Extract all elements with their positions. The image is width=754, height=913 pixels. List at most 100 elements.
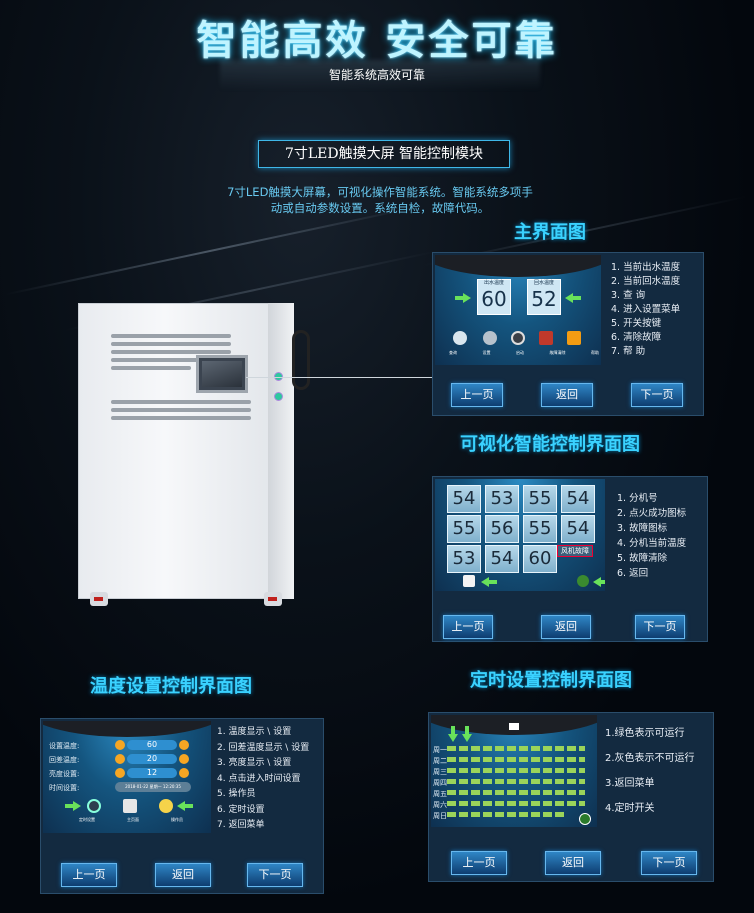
- prev-page-button[interactable]: 上一页: [451, 383, 503, 407]
- unit-tile[interactable]: 53: [485, 485, 519, 513]
- legend-item: 3. 故障图标: [617, 523, 668, 534]
- legend-item: 5. 开关按键: [611, 318, 662, 329]
- prev-page-button[interactable]: 上一页: [451, 851, 507, 875]
- setting-label: 回差温度:: [49, 756, 80, 764]
- legend-item: 3.返回菜单: [605, 778, 655, 789]
- icon-label: 主页面: [127, 817, 139, 822]
- next-page-button[interactable]: 下一页: [247, 863, 303, 887]
- day-label: 周二: [433, 757, 447, 765]
- arrow-icon: [593, 577, 605, 587]
- back-button[interactable]: 返回: [541, 615, 591, 639]
- cabinet-side: [268, 303, 294, 599]
- legend-item: 4.定时开关: [605, 803, 655, 814]
- fault-clear-icon[interactable]: [539, 331, 553, 345]
- unit-tile[interactable]: 55: [447, 515, 481, 543]
- vent-slot: [111, 350, 231, 354]
- minus-icon[interactable]: [115, 768, 125, 778]
- minus-icon[interactable]: [115, 740, 125, 750]
- schedule-row[interactable]: [447, 757, 585, 762]
- clock-icon[interactable]: [87, 799, 101, 813]
- day-label: 周五: [433, 790, 447, 798]
- icon-label: 故障清除: [549, 350, 566, 355]
- unit-tile[interactable]: 55: [523, 515, 557, 543]
- legend-item: 6. 返回: [617, 568, 649, 579]
- back-button[interactable]: 返回: [155, 863, 211, 887]
- timer-screen-display: 周一 周二 周三 周四 周五 周六 周日: [431, 715, 597, 827]
- search-icon[interactable]: [453, 331, 467, 345]
- visual-screen-display: 54 53 55 54 55 56 55 54 53 54 60 风机故障: [435, 479, 605, 591]
- legend-item: 2. 回差温度显示 \ 设置: [217, 742, 310, 753]
- unit-tile[interactable]: 54: [561, 515, 595, 543]
- hero-title: 智能高效 安全可靠: [196, 18, 558, 64]
- indicator-light: [274, 392, 283, 401]
- operator-icon[interactable]: [159, 799, 173, 813]
- arrow-icon: [65, 801, 81, 811]
- temp-screen-panel: 设置温度: 60 回差温度: 20 亮度设置: 12 时间设置: 2018-01…: [40, 718, 324, 894]
- legend-item: 5. 故障清除: [617, 553, 668, 564]
- visual-legend-list: 1. 分机号 2. 点火成功图标 3. 故障图标 4. 分机当前温度 5. 故障…: [617, 491, 686, 581]
- timer-legend-list: 1.绿色表示可运行 2.灰色表示不可运行 3.返回菜单 4.定时开关: [605, 721, 695, 821]
- cup-icon[interactable]: [463, 575, 475, 587]
- legend-item: 6. 定时设置: [217, 804, 265, 815]
- unit-tile[interactable]: 60: [523, 545, 557, 573]
- gear-icon[interactable]: [483, 331, 497, 345]
- temp-legend-list: 1. 温度显示 \ 设置 2. 回差温度显示 \ 设置 3. 亮度显示 \ 设置…: [217, 725, 309, 834]
- unit-tile[interactable]: 54: [561, 485, 595, 513]
- unit-tile[interactable]: 53: [447, 545, 481, 573]
- plus-icon[interactable]: [179, 754, 189, 764]
- unit-tile[interactable]: 56: [485, 515, 519, 543]
- schedule-row[interactable]: [447, 779, 585, 784]
- hero-subtitle: 智能系统高效可靠: [328, 68, 425, 82]
- power-icon[interactable]: [511, 331, 525, 345]
- vent-slot: [111, 408, 251, 412]
- visual-screen-panel: 54 53 55 54 55 56 55 54 53 54 60 风机故障 1.…: [432, 476, 708, 642]
- next-page-button[interactable]: 下一页: [635, 615, 685, 639]
- day-label: 周四: [433, 779, 447, 787]
- setting-label: 亮度设置:: [49, 770, 80, 778]
- prev-page-button[interactable]: 上一页: [443, 615, 493, 639]
- main-screen-display: 出水温度 60 回水温度 52 查询 设置 启动 故障清除 帮助: [435, 255, 601, 365]
- icon-label: 操作员: [171, 817, 183, 822]
- home-icon[interactable]: [579, 813, 591, 825]
- caster-wheel: [90, 592, 108, 606]
- feature-box-title: 7寸LED触摸大屏 智能控制模块: [258, 140, 510, 168]
- unit-tile[interactable]: 54: [485, 545, 519, 573]
- arrow-icon: [565, 293, 581, 303]
- legend-item: 1. 当前出水温度: [611, 262, 681, 273]
- feature-description: 7寸LED触摸大屏幕，可视化操作智能系统。智能系统多项手 动或自动参数设置。系统…: [190, 184, 570, 216]
- main-screen-panel: 出水温度 60 回水温度 52 查询 设置 启动 故障清除 帮助 1. 当前出水…: [432, 252, 704, 416]
- schedule-row[interactable]: [447, 768, 585, 773]
- schedule-row[interactable]: [447, 746, 585, 751]
- legend-item: 7. 返回菜单: [217, 820, 265, 830]
- home-icon[interactable]: [123, 799, 137, 813]
- minus-icon[interactable]: [115, 754, 125, 764]
- plus-icon[interactable]: [179, 768, 189, 778]
- setting-value[interactable]: 20: [127, 754, 177, 764]
- unit-tile[interactable]: 54: [447, 485, 481, 513]
- schedule-row[interactable]: [447, 812, 567, 817]
- return-icon[interactable]: [577, 575, 589, 587]
- legend-item: 6. 清除故障: [611, 332, 662, 343]
- callout-line: [246, 377, 432, 378]
- setting-value[interactable]: 12: [127, 768, 177, 778]
- help-icon[interactable]: [567, 331, 581, 345]
- plus-icon[interactable]: [179, 740, 189, 750]
- legend-item: 4. 分机当前温度: [617, 538, 687, 549]
- icon-label: 帮助: [591, 350, 599, 355]
- setting-value[interactable]: 60: [127, 740, 177, 750]
- schedule-row[interactable]: [447, 790, 585, 795]
- time-value[interactable]: 2018-01-22 星期一 12:20:35: [115, 782, 191, 792]
- main-legend-list: 1. 当前出水温度 2. 当前回水温度 3. 查 询 4. 进入设置菜单 5. …: [611, 261, 680, 359]
- unit-tile[interactable]: 55: [523, 485, 557, 513]
- description-line: 7寸LED触摸大屏幕，可视化操作智能系统。智能系统多项手: [227, 185, 533, 199]
- toggle-switch[interactable]: [509, 723, 519, 730]
- back-button[interactable]: 返回: [541, 383, 593, 407]
- schedule-row[interactable]: [447, 801, 585, 806]
- vent-slot: [111, 366, 191, 370]
- next-page-button[interactable]: 下一页: [631, 383, 683, 407]
- vent-slot: [111, 400, 251, 404]
- timer-screen-panel: 周一 周二 周三 周四 周五 周六 周日 1.绿色表示可运行 2.灰色表示不可运…: [428, 712, 714, 882]
- next-page-button[interactable]: 下一页: [641, 851, 697, 875]
- back-button[interactable]: 返回: [545, 851, 601, 875]
- prev-page-button[interactable]: 上一页: [61, 863, 117, 887]
